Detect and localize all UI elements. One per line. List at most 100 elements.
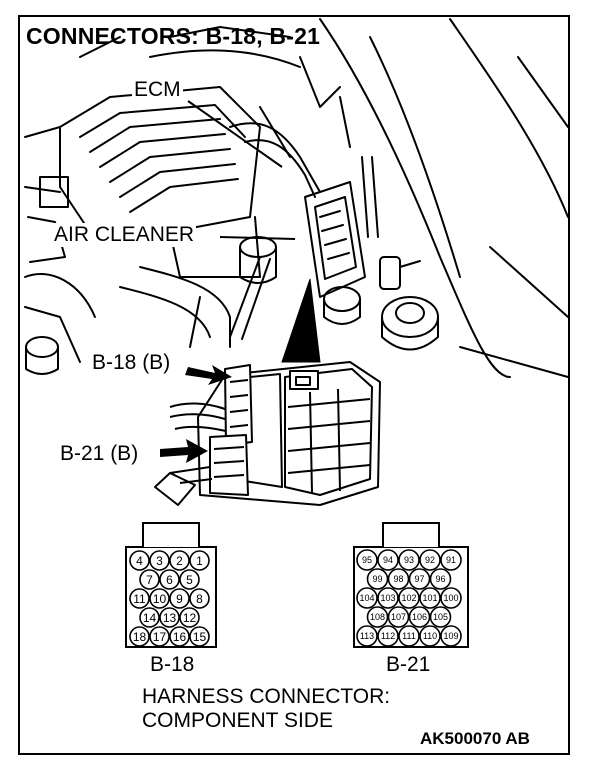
b18-pin-socket <box>129 550 150 571</box>
b21-pin-socket <box>440 587 462 609</box>
b21-pin-number: 102 <box>401 593 416 603</box>
b18-pin-number: 16 <box>173 630 187 644</box>
air-cleaner-label: AIR CLEANER <box>52 223 197 247</box>
b18-pin-number: 10 <box>153 592 167 606</box>
b18-pin-socket <box>149 550 170 571</box>
b21-pin-socket <box>440 549 462 571</box>
b21-pin-socket <box>419 549 441 571</box>
b21-latch <box>382 522 440 547</box>
b21-pin-socket <box>377 587 399 609</box>
b18-pin-socket <box>129 588 150 609</box>
b18-pin-number: 14 <box>143 611 157 625</box>
harness-caption-line2: COMPONENT SIDE <box>142 709 333 732</box>
b21-pin-number: 95 <box>362 555 372 565</box>
b21-pin-number: 105 <box>433 612 448 622</box>
b18-pin-number: 13 <box>163 611 177 625</box>
b21-pin-socket <box>419 625 441 647</box>
b18-pin-number: 2 <box>176 554 183 568</box>
b21-pin-socket <box>377 549 399 571</box>
b18-pin-number: 12 <box>183 611 197 625</box>
b18-pin-socket <box>169 626 190 647</box>
b21-pin-socket <box>419 587 441 609</box>
b21-pin-socket <box>356 549 378 571</box>
b21-pin-number: 91 <box>446 555 456 565</box>
b21-pin-socket <box>387 606 410 628</box>
b18-pin-number: 11 <box>133 592 146 606</box>
b18-pin-number: 9 <box>176 592 183 606</box>
b21-pin-number: 92 <box>425 555 435 565</box>
b21-pin-number: 110 <box>423 631 437 641</box>
b18-pin-socket <box>179 607 200 628</box>
b18-pin-socket <box>139 607 160 628</box>
b21-pin-number: 97 <box>414 574 424 584</box>
b18-pin-socket <box>169 550 190 571</box>
b21-pin-socket <box>387 568 410 590</box>
b18-pin-socket <box>189 588 210 609</box>
b21-pin-number: 112 <box>381 631 395 641</box>
b18-pin-number: 17 <box>153 630 167 644</box>
b18-pin-socket <box>149 626 170 647</box>
b21-pin-number: 93 <box>404 555 414 565</box>
b18-pin-socket <box>169 588 190 609</box>
b21-arrow <box>160 439 208 463</box>
b21-pin-socket <box>429 606 452 628</box>
b18-arrow <box>185 365 232 385</box>
b21-pin-socket <box>398 549 420 571</box>
b18-pin-number: 1 <box>196 554 203 568</box>
b21-pin-socket <box>366 568 389 590</box>
b18-pin-number: 7 <box>146 573 153 587</box>
b18-pin-socket <box>159 569 180 590</box>
b21-pin-number: 109 <box>443 631 458 641</box>
b18-connector-label: B-18 <box>150 653 195 676</box>
b18-pin-number: 4 <box>136 554 143 568</box>
b18-pin-socket <box>149 588 170 609</box>
b21-pin-number: 106 <box>412 612 427 622</box>
b18-latch <box>142 522 200 547</box>
b21-pin-number: 96 <box>435 574 445 584</box>
b21-pin-socket <box>440 625 462 647</box>
page-title: CONNECTORS: B-18, B-21 <box>26 23 321 49</box>
b21-pin-number: 101 <box>422 593 437 603</box>
b18-pin-socket <box>139 569 160 590</box>
b21-pin-socket <box>356 587 378 609</box>
b18-arrow-label: B-18 (B) <box>92 351 171 375</box>
b21-pin-socket <box>408 606 431 628</box>
b21-pin-number: 108 <box>370 612 385 622</box>
b21-pin-number: 98 <box>393 574 403 584</box>
b21-pin-socket <box>398 625 420 647</box>
ecm-label: ECM <box>132 78 183 102</box>
b21-pin-number: 111 <box>402 631 416 641</box>
b18-pin-socket <box>189 626 210 647</box>
b21-pin-number: 104 <box>359 593 374 603</box>
b18-pin-socket <box>179 569 200 590</box>
b21-pin-socket <box>377 625 399 647</box>
figure-code: AK500070 AB <box>420 729 530 748</box>
b18-pin-socket <box>129 626 150 647</box>
b21-pin-socket <box>429 568 452 590</box>
b21-pin-number: 107 <box>391 612 406 622</box>
b21-pin-socket <box>366 606 389 628</box>
b18-pin-socket <box>159 607 180 628</box>
b18-pin-number: 5 <box>186 573 193 587</box>
b21-pin-number: 103 <box>380 593 395 603</box>
b18-pin-number: 6 <box>166 573 173 587</box>
b18-pin-number: 3 <box>156 554 163 568</box>
b18-pin-socket <box>189 550 210 571</box>
b18-pin-number: 8 <box>196 592 203 606</box>
b21-arrow-label: B-21 (B) <box>60 442 139 466</box>
b18-pin-number: 15 <box>193 630 207 644</box>
harness-caption-line1: HARNESS CONNECTOR: <box>142 685 391 708</box>
b21-pin-number: 99 <box>372 574 382 584</box>
pointer-wedge <box>281 278 321 363</box>
b21-pin-socket <box>408 568 431 590</box>
b21-pin-number: 94 <box>383 555 393 565</box>
b21-pin-socket <box>356 625 378 647</box>
b21-pin-number: 113 <box>360 631 374 641</box>
b21-connector-label: B-21 <box>386 653 431 676</box>
b18-pin-number: 18 <box>133 630 147 644</box>
b21-pin-socket <box>398 587 420 609</box>
